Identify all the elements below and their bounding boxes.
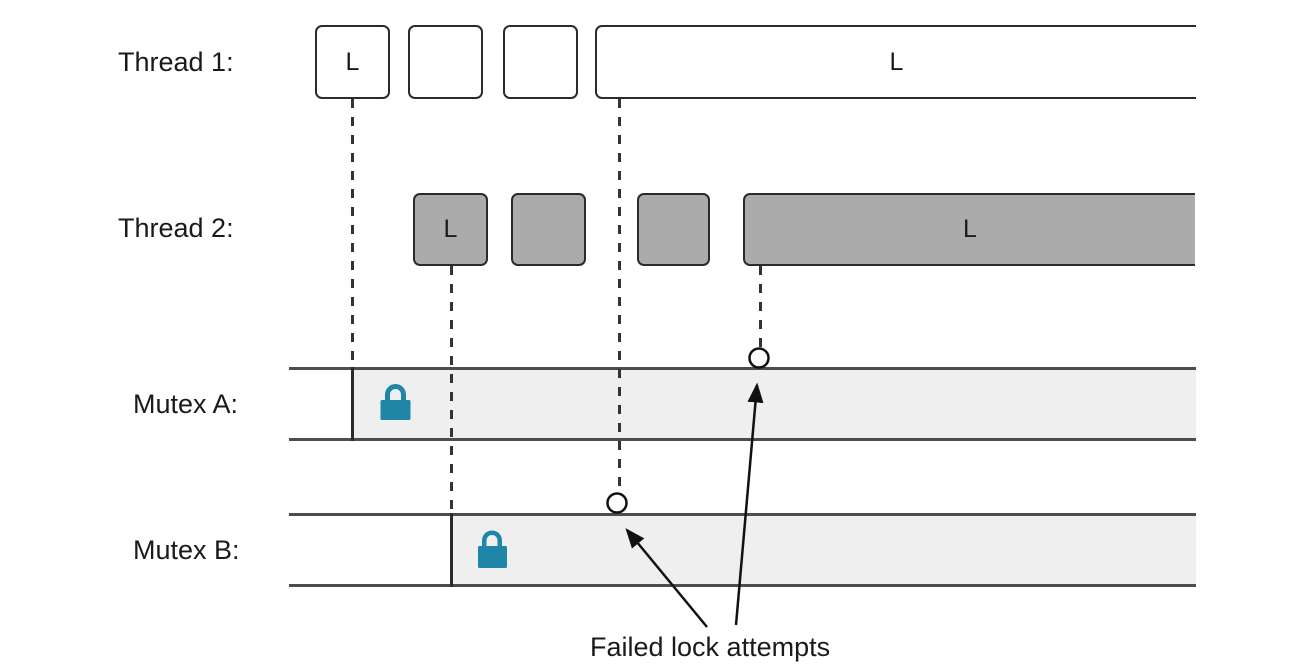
- thread2-block-2[interactable]: [511, 193, 586, 266]
- row-label-mutex-b: Mutex B:: [133, 535, 240, 565]
- thread1-block-2[interactable]: [408, 25, 483, 99]
- failed-lock-attempt-marker-mutex-b: [606, 492, 628, 514]
- lock-closed-icon: [380, 384, 411, 420]
- row-label-thread-1: Thread 1:: [118, 47, 234, 77]
- failed-lock-attempt-marker-mutex-a: [748, 347, 770, 369]
- annotation-arrow-to-mutex-a-attempt: [734, 382, 764, 626]
- row-label-mutex-a: Mutex A:: [133, 389, 239, 419]
- thread2-block-4[interactable]: L: [743, 193, 1195, 266]
- row-label-thread-2: Thread 2:: [118, 213, 234, 243]
- thread2-block-3[interactable]: [637, 193, 710, 266]
- thread1-block-1[interactable]: L: [315, 25, 390, 99]
- mutex-b-held-band: [451, 515, 1196, 585]
- annotation-arrow-to-mutex-b-attempt: [625, 528, 708, 628]
- thread1-block-3[interactable]: [503, 25, 578, 99]
- lock-closed-icon: [478, 530, 507, 568]
- thread1-block-4[interactable]: L: [595, 25, 1196, 99]
- mutex-a-held-band: [352, 369, 1196, 439]
- thread2-block-1[interactable]: L: [413, 193, 488, 266]
- failed-lock-attempts-caption: Failed lock attempts: [590, 632, 831, 662]
